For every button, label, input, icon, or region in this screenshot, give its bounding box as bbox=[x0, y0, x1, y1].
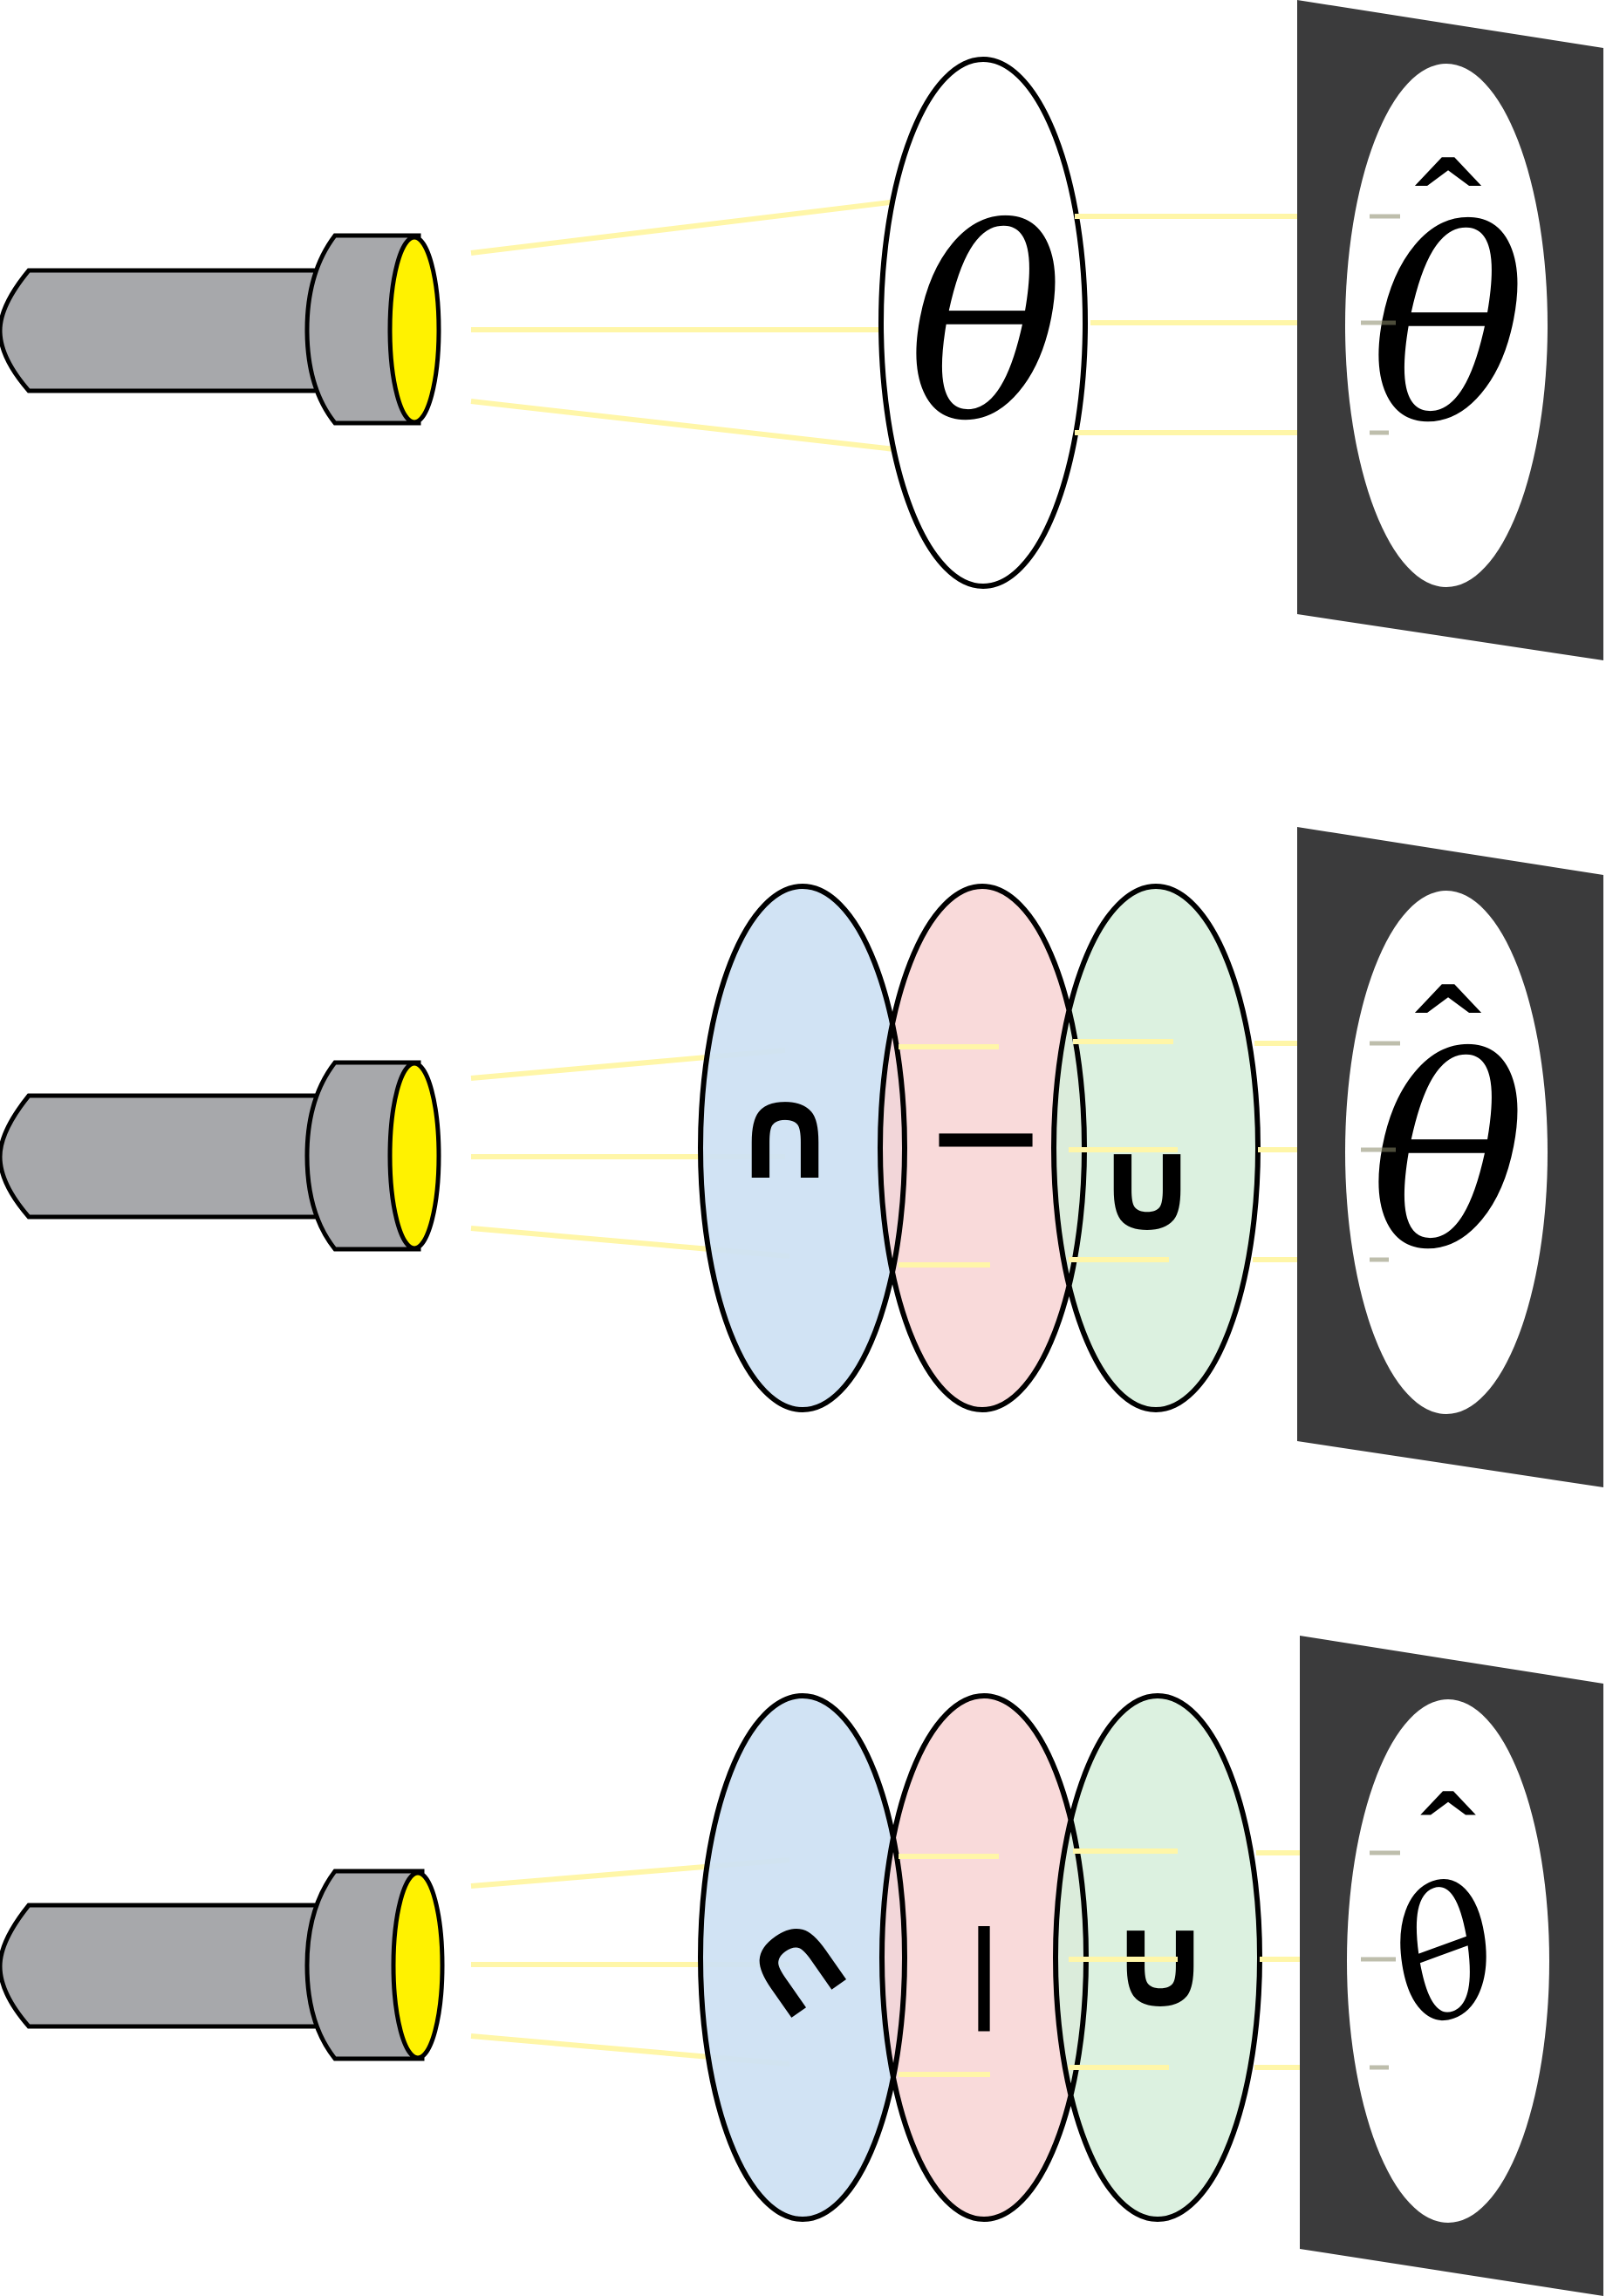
screen-hat: ^ bbox=[1404, 965, 1493, 1086]
lens-discs: ∩ — ∪ bbox=[698, 884, 1261, 1412]
row-aligned-pieces: ∩ — ∪ θ ^ bbox=[0, 827, 1603, 1487]
projection-screen: θ ^ bbox=[1297, 0, 1603, 660]
row-direct: θ θ ^ bbox=[0, 0, 1603, 660]
piece-middle: | bbox=[965, 1910, 1003, 2032]
flashlight-icon bbox=[0, 1869, 445, 2061]
screen-hat: ^ bbox=[1411, 1773, 1485, 1876]
object-symbol: θ bbox=[907, 174, 1065, 479]
flashlight-icon bbox=[0, 233, 441, 426]
row-misaligned-pieces: ∩ | ∪ θ ^ bbox=[0, 1636, 1603, 2296]
lens-discs: ∩ | ∪ bbox=[698, 1693, 1262, 2222]
projection-screen: θ ^ bbox=[1297, 827, 1603, 1487]
flashlight-icon bbox=[0, 1060, 441, 1252]
piece-middle: — bbox=[933, 1073, 1038, 1194]
object-disc: θ bbox=[878, 57, 1088, 589]
screen-hat: ^ bbox=[1404, 138, 1493, 259]
screen-image: θ bbox=[1370, 1003, 1527, 1308]
lens-blue bbox=[700, 1696, 905, 2219]
lens-red bbox=[880, 886, 1084, 1410]
piece-top: ∩ bbox=[732, 1057, 838, 1209]
projection-screen: θ ^ bbox=[1300, 1636, 1603, 2296]
screen-image: θ bbox=[1370, 176, 1527, 481]
light-rays bbox=[470, 195, 934, 454]
lens-red bbox=[882, 1696, 1086, 2219]
piece-bottom: ∪ bbox=[1094, 1110, 1200, 1261]
lens-blue bbox=[700, 886, 905, 1410]
